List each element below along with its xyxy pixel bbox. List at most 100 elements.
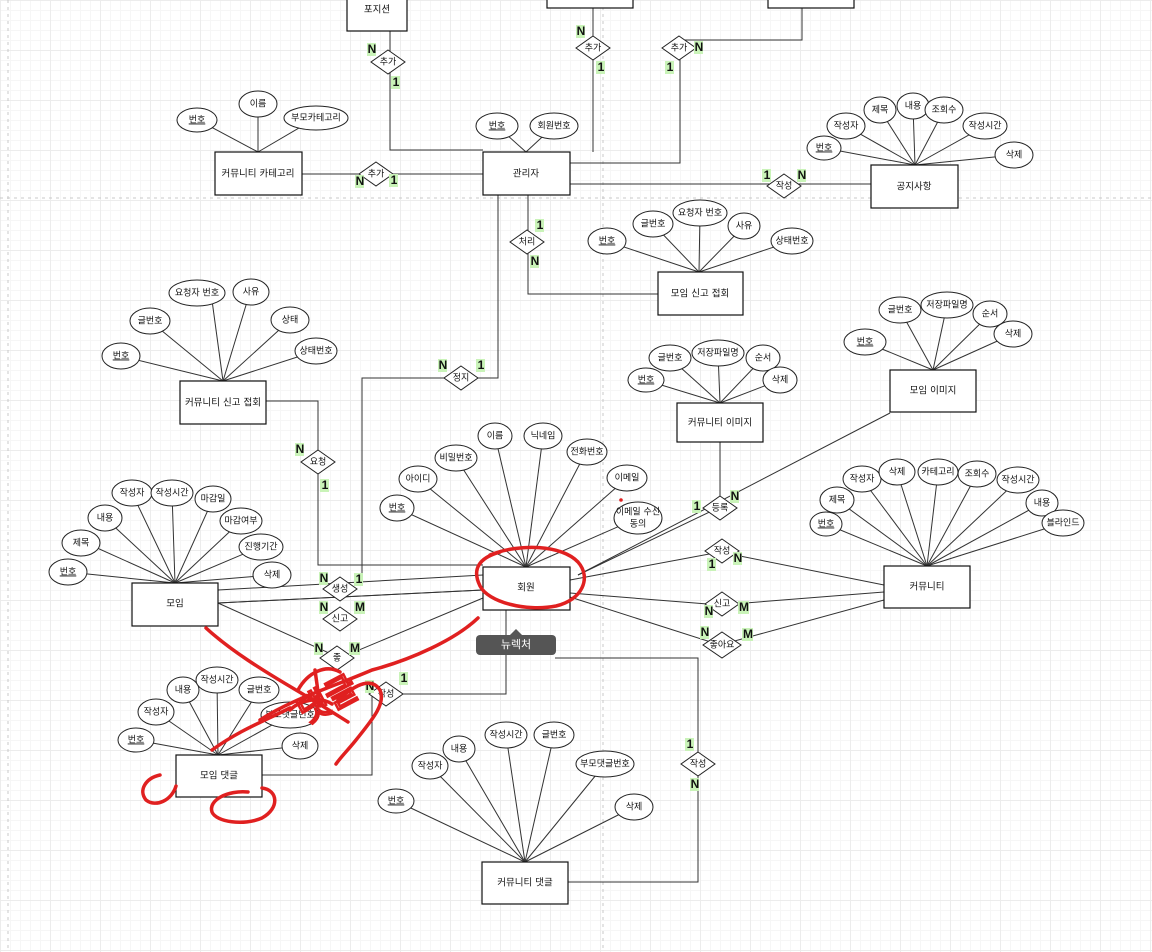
attr-mr-requester[interactable]: 요청자 번호	[672, 199, 728, 227]
attr-c-time[interactable]: 작성시간	[996, 466, 1040, 494]
attr-ci-file[interactable]: 저장파일명	[691, 339, 745, 367]
attr-notice-writer[interactable]: 작성자	[826, 112, 866, 140]
entity-community[interactable]: 커뮤니티	[883, 565, 971, 609]
attr-cc-time[interactable]: 작성시간	[484, 721, 528, 749]
attr-cat-parent[interactable]: 부모카테고리	[283, 105, 349, 131]
attr-cc-no[interactable]: 번호	[377, 788, 415, 814]
attr-c-delete[interactable]: 삭제	[878, 458, 916, 486]
attr-cr-state[interactable]: 상태	[270, 306, 310, 334]
entity-unknown-top-2[interactable]	[767, 0, 855, 9]
attr-mt-writer[interactable]: 작성자	[111, 479, 153, 507]
attr-mc-delete[interactable]: 삭제	[281, 732, 319, 760]
attr-mt-closed[interactable]: 마감여부	[219, 507, 263, 535]
attr-notice-time[interactable]: 작성시간	[962, 112, 1008, 140]
entity-community-report[interactable]: 커뮤니티 신고 접회	[179, 380, 267, 425]
rel-report-meeting[interactable]: 신고	[322, 606, 358, 632]
entity-unknown-top-1[interactable]	[546, 0, 634, 9]
attr-mt-no[interactable]: 번호	[48, 558, 88, 586]
attr-notice-no[interactable]: 번호	[806, 135, 842, 161]
rel-add-top2[interactable]: 추가	[661, 35, 697, 61]
attr-cc-content[interactable]: 내용	[442, 735, 476, 763]
rel-write-ccomment[interactable]: 작성	[680, 751, 716, 777]
attr-cat-name[interactable]: 이름	[238, 90, 278, 118]
attr-admin-member-no[interactable]: 회원번호	[529, 112, 579, 140]
attr-cc-parent[interactable]: 부모댓글번호	[575, 750, 635, 778]
attr-c-no[interactable]: 번호	[809, 511, 843, 537]
attr-c-content[interactable]: 내용	[1025, 489, 1059, 517]
attr-mt-delete[interactable]: 삭제	[252, 561, 292, 589]
attr-ci-no[interactable]: 번호	[627, 367, 665, 393]
attr-cat-no[interactable]: 번호	[176, 107, 218, 133]
attr-mc-content[interactable]: 내용	[166, 676, 200, 704]
attr-cr-requester[interactable]: 요청자 번호	[168, 279, 226, 307]
attr-mt-period[interactable]: 진행기간	[238, 533, 284, 561]
attr-mi-file[interactable]: 저장파일명	[920, 291, 974, 319]
rel-write-community[interactable]: 작성	[704, 538, 740, 564]
rel-request[interactable]: 요청	[300, 449, 336, 475]
attr-mi-no[interactable]: 번호	[843, 328, 887, 356]
attr-admin-no[interactable]: 번호	[475, 112, 519, 140]
entity-meeting[interactable]: 모임	[131, 582, 219, 627]
entity-meeting-image[interactable]: 모임 이미지	[889, 369, 977, 413]
rel-process[interactable]: 처리	[509, 229, 545, 255]
attr-mr-status[interactable]: 상태번호	[770, 227, 814, 255]
attr-mc-post[interactable]: 글번호	[238, 676, 280, 704]
attr-mi-delete[interactable]: 삭제	[993, 320, 1033, 348]
rel-register[interactable]: 등록	[702, 495, 738, 521]
attr-mt-content[interactable]: 내용	[87, 504, 123, 532]
attr-c-views[interactable]: 조회수	[957, 460, 997, 488]
entity-meeting-report[interactable]: 모임 신고 접회	[657, 271, 744, 316]
attr-mt-time[interactable]: 작성시간	[150, 479, 194, 507]
attr-cc-post[interactable]: 글번호	[533, 721, 575, 749]
attr-m-consent[interactable]: 이메일 수신 동의	[613, 501, 663, 535]
attr-m-no[interactable]: 번호	[379, 494, 415, 522]
attr-m-name[interactable]: 이름	[477, 422, 513, 450]
attr-m-pw[interactable]: 비밀번호	[434, 444, 478, 472]
attr-ci-post[interactable]: 글번호	[648, 344, 692, 372]
attr-mc-time[interactable]: 작성시간	[195, 666, 239, 694]
attr-c-title[interactable]: 제목	[819, 486, 855, 514]
rel-create[interactable]: 생성	[322, 576, 358, 602]
attr-c-blind[interactable]: 블라인드	[1041, 509, 1085, 537]
entity-position[interactable]: 포지션	[346, 0, 408, 32]
attr-c-writer[interactable]: 작성자	[842, 465, 882, 493]
attr-c-category[interactable]: 카테고리	[917, 458, 959, 486]
entity-notice[interactable]: 공지사항	[870, 164, 959, 209]
rel-add-position[interactable]: 추가	[370, 49, 406, 75]
attr-mt-deadline[interactable]: 마감일	[194, 485, 232, 513]
attr-cr-status[interactable]: 상태번호	[294, 337, 338, 365]
rel-add-top1[interactable]: 추가	[575, 35, 611, 61]
rel-write-notice[interactable]: 작성	[766, 173, 802, 199]
attr-mc-no[interactable]: 번호	[117, 727, 155, 753]
attr-mr-reason[interactable]: 사유	[727, 212, 761, 240]
attr-cc-delete[interactable]: 삭제	[614, 793, 654, 821]
rel-suspend[interactable]: 정지	[443, 365, 479, 391]
attr-mi-order[interactable]: 순서	[972, 300, 1008, 328]
attr-cc-writer[interactable]: 작성자	[411, 752, 449, 780]
attr-cr-reason[interactable]: 사유	[232, 278, 270, 306]
entity-community-image[interactable]: 커뮤니티 이미지	[676, 402, 764, 443]
entity-member[interactable]: 회원	[482, 566, 571, 611]
attr-m-phone[interactable]: 전화번호	[566, 438, 608, 466]
attr-ci-delete[interactable]: 삭제	[762, 366, 798, 394]
attr-cr-no[interactable]: 번호	[101, 342, 141, 370]
entity-community-category[interactable]: 커뮤니티 카테고리	[214, 151, 303, 196]
attr-ci-order[interactable]: 순서	[745, 344, 781, 372]
entity-admin[interactable]: 관리자	[482, 151, 571, 196]
attr-notice-delete[interactable]: 삭제	[994, 141, 1034, 169]
attr-mt-title[interactable]: 제목	[61, 529, 101, 557]
attr-mi-post[interactable]: 글번호	[878, 296, 922, 324]
attr-m-email[interactable]: 이메일	[606, 464, 648, 492]
attr-mr-post[interactable]: 글번호	[632, 210, 674, 238]
rel-like-community[interactable]: 좋아요	[702, 631, 742, 659]
attr-cr-post[interactable]: 글번호	[129, 307, 171, 335]
attr-mr-no[interactable]: 번호	[587, 227, 627, 255]
attr-m-id[interactable]: 아이디	[398, 465, 438, 493]
attr-mc-writer[interactable]: 작성자	[137, 698, 175, 726]
attr-notice-title[interactable]: 제목	[863, 96, 897, 124]
rel-like-meeting[interactable]: 좋	[319, 645, 355, 671]
entity-community-comment[interactable]: 커뮤니티 댓글	[481, 861, 569, 905]
rel-add-category[interactable]: 추가	[358, 161, 394, 187]
attr-notice-content[interactable]: 내용	[896, 92, 930, 120]
attr-notice-views[interactable]: 조회수	[924, 96, 964, 124]
